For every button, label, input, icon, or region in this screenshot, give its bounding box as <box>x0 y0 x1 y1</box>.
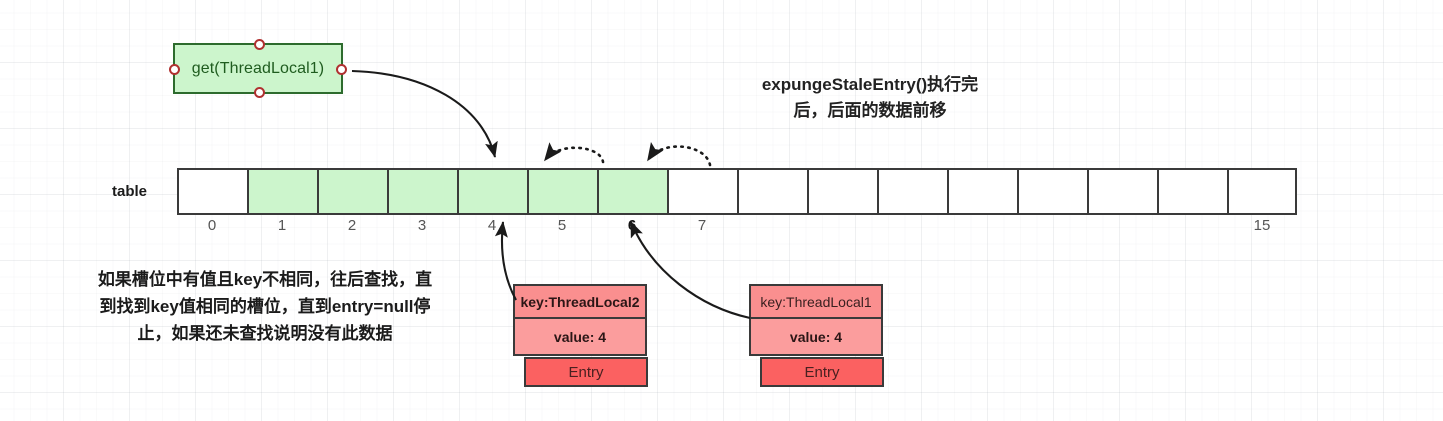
table-index-0: 0 <box>207 217 217 234</box>
entry-value-label-1: value: 4 <box>515 319 645 354</box>
entry-box-threadlocal1[interactable]: key:ThreadLocal1 value: 4 Entry <box>749 284 884 387</box>
table-index-11 <box>947 217 1017 237</box>
table-index-9 <box>807 217 877 237</box>
table-label: table <box>112 183 148 200</box>
entry-key-label-1: key:ThreadLocal2 <box>515 286 645 319</box>
table-index-2: 2 <box>347 217 357 234</box>
lookup-rule-line-3: 止，如果还未查找说明没有此数据 <box>137 324 393 343</box>
table-cell-6[interactable] <box>597 168 667 215</box>
table-cell-8[interactable] <box>737 168 807 215</box>
table-cell-2[interactable] <box>317 168 387 215</box>
table-index-13 <box>1087 217 1157 237</box>
table-index-row: 0 1 2 3 4 5 6 7 15 <box>177 217 1297 237</box>
table-cell-1[interactable] <box>247 168 317 215</box>
lookup-rule-line-1: 如果槽位中有值且key不相同，往后查找，直 <box>97 270 433 289</box>
lookup-rule-note: 如果槽位中有值且key不相同，往后查找，直 到找到key值相同的槽位，直到ent… <box>45 266 485 347</box>
table-cell-9[interactable] <box>807 168 877 215</box>
table-index-3: 3 <box>417 217 427 234</box>
table-index-7: 7 <box>697 217 707 234</box>
get-threadlocal-node[interactable]: get(ThreadLocal1) <box>169 39 347 98</box>
expunge-note-line-1: expungeStaleEntry()执行完 <box>761 75 979 94</box>
table-cell-13[interactable] <box>1087 168 1157 215</box>
table-index-6: 6 <box>627 217 637 234</box>
entry-footer-1: Entry <box>524 357 648 387</box>
table-index-4: 4 <box>487 217 497 234</box>
entry-box-threadlocal1-body: key:ThreadLocal1 value: 4 <box>749 284 883 356</box>
table-index-12 <box>1017 217 1087 237</box>
resize-handle-right[interactable] <box>336 64 347 75</box>
table-cell-7[interactable] <box>667 168 737 215</box>
table-cell-5[interactable] <box>527 168 597 215</box>
table-cell-11[interactable] <box>947 168 1017 215</box>
table-index-8 <box>737 217 807 237</box>
threadlocal-table <box>177 168 1297 215</box>
resize-handle-left[interactable] <box>169 64 180 75</box>
table-cell-3[interactable] <box>387 168 457 215</box>
table-cell-0[interactable] <box>177 168 247 215</box>
lookup-rule-line-2: 到找到key值相同的槽位，直到entry=null停 <box>99 297 431 316</box>
table-index-1: 1 <box>277 217 287 234</box>
table-cell-4[interactable] <box>457 168 527 215</box>
table-cell-10[interactable] <box>877 168 947 215</box>
table-index-14 <box>1157 217 1227 237</box>
expunge-note-line-2: 后，后面的数据前移 <box>793 101 947 120</box>
entry-value-label-2: value: 4 <box>751 319 881 354</box>
table-index-15: 15 <box>1253 217 1271 234</box>
table-cell-15[interactable] <box>1227 168 1297 215</box>
get-threadlocal-label: get(ThreadLocal1) <box>191 59 325 77</box>
table-index-5: 5 <box>557 217 567 234</box>
table-cell-14[interactable] <box>1157 168 1227 215</box>
resize-handle-top[interactable] <box>254 39 265 50</box>
table-cell-12[interactable] <box>1017 168 1087 215</box>
resize-handle-bottom[interactable] <box>254 87 265 98</box>
entry-footer-2: Entry <box>760 357 884 387</box>
expunge-stale-entry-note: expungeStaleEntry()执行完 后，后面的数据前移 <box>700 72 1040 124</box>
table-index-10 <box>877 217 947 237</box>
entry-box-threadlocal2[interactable]: key:ThreadLocal2 value: 4 Entry <box>513 284 648 387</box>
entry-key-label-2: key:ThreadLocal1 <box>751 286 881 319</box>
entry-box-threadlocal2-body: key:ThreadLocal2 value: 4 <box>513 284 647 356</box>
